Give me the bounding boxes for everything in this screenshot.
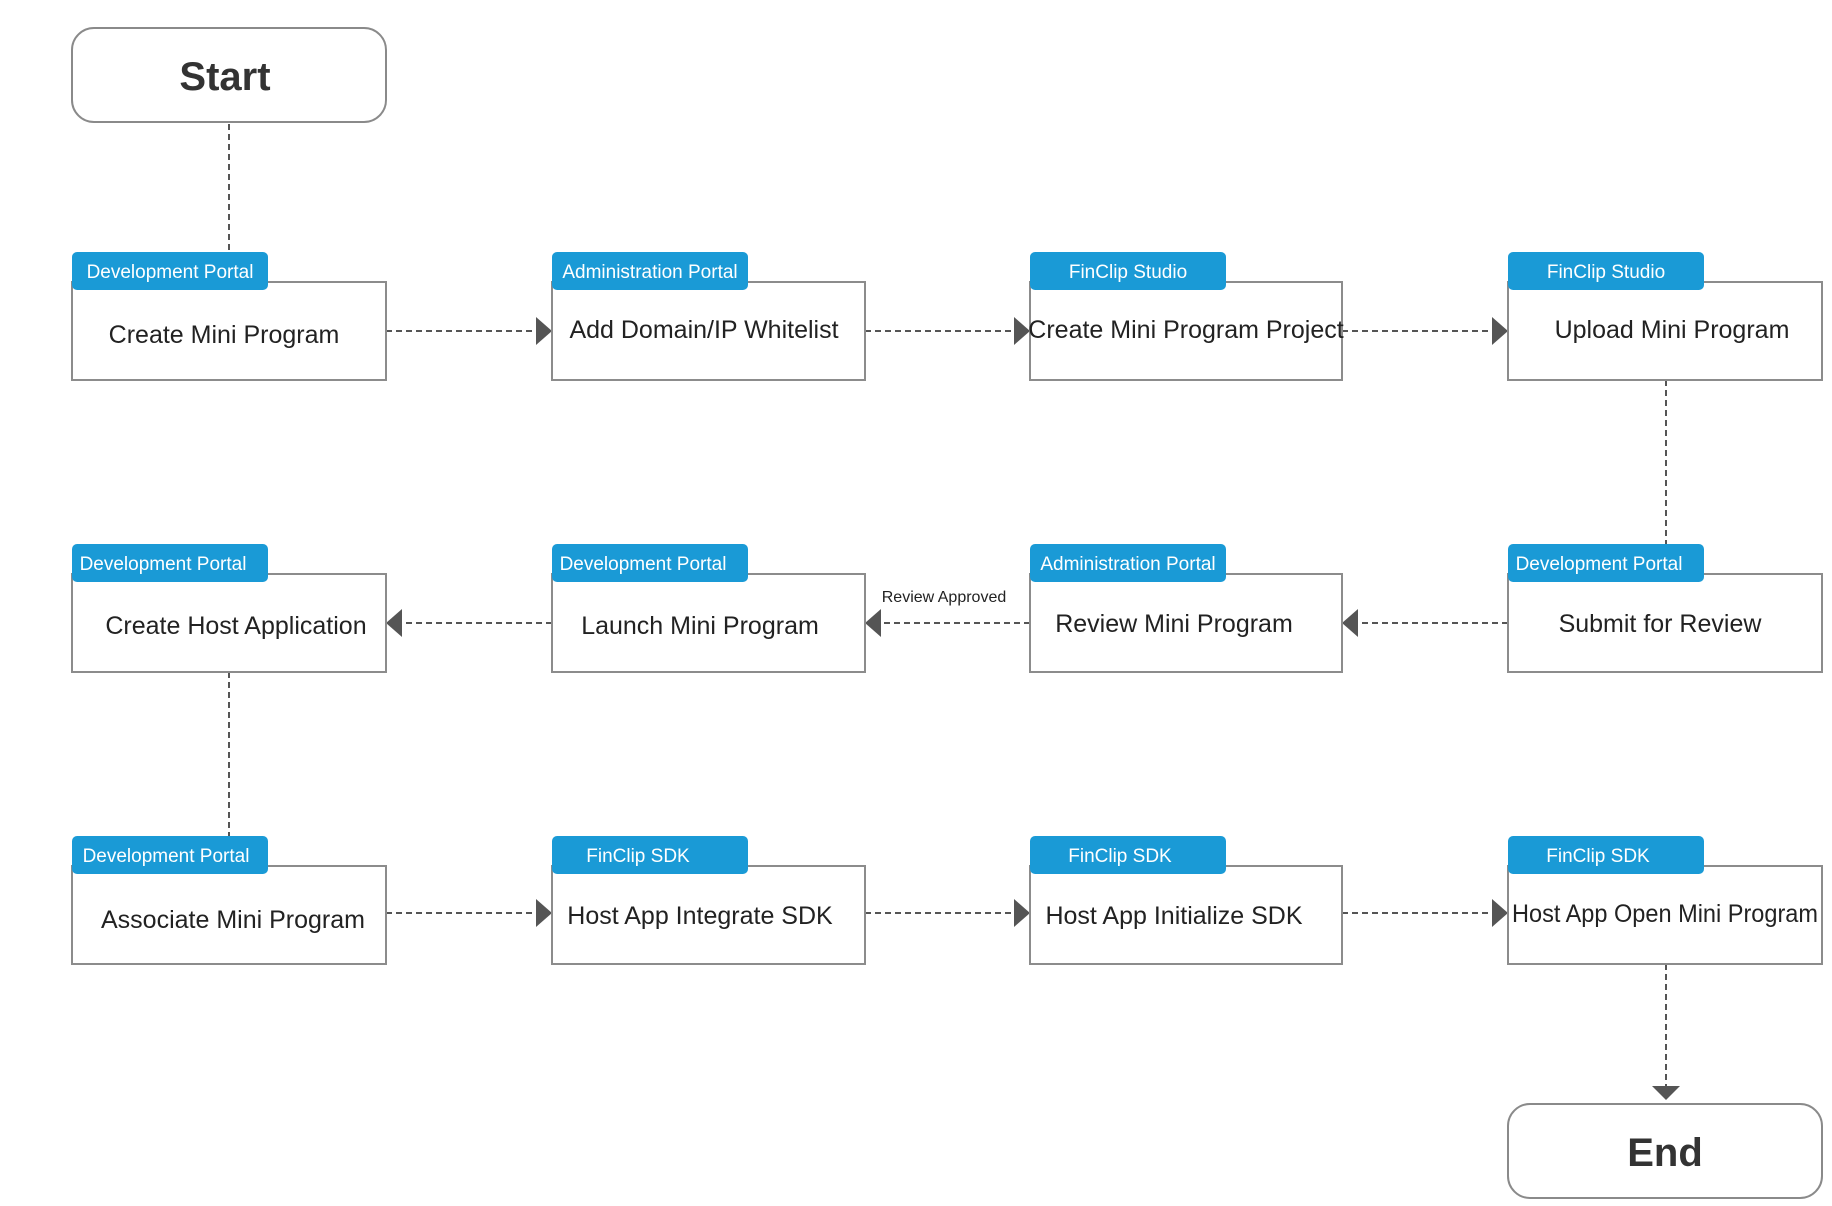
step-label: Host App Integrate SDK: [567, 902, 833, 930]
arrowhead-right: [1014, 317, 1030, 345]
step-tag: [1030, 544, 1226, 582]
arrowhead-right: [536, 899, 552, 927]
step-box: [1507, 865, 1823, 965]
step-label: Host App Open Mini Program: [1512, 900, 1818, 928]
step-tag-label: Development Portal: [560, 554, 727, 575]
step-label: Create Host Application: [105, 612, 366, 640]
step-box: [1029, 865, 1343, 965]
end-terminal-shape: [1507, 1103, 1823, 1199]
step-host-app-initialize-sdk: FinClip SDK Host App Initialize SDK: [1029, 836, 1343, 965]
step-review-mini-program: Administration Portal Review Mini Progra…: [1029, 544, 1343, 673]
step-add-domain-ip-whitelist: Administration Portal Add Domain/IP Whit…: [551, 252, 866, 381]
step-box: [1507, 573, 1823, 673]
arrowhead-left: [865, 609, 881, 637]
step-label: Create Mini Program: [109, 321, 340, 349]
step-box: [1029, 281, 1343, 381]
start-terminal-shape: [71, 27, 387, 123]
step-host-app-integrate-sdk: FinClip SDK Host App Integrate SDK: [551, 836, 866, 965]
end-label: End: [1627, 1131, 1703, 1175]
step-box: [71, 281, 387, 381]
step-label: Review Mini Program: [1055, 610, 1293, 638]
step-tag-label: Development Portal: [87, 262, 254, 283]
arrowhead-down: [1652, 1086, 1680, 1100]
start-label: Start: [179, 55, 270, 99]
arrowhead-right: [1492, 317, 1508, 345]
step-label: Associate Mini Program: [101, 906, 365, 934]
step-label: Upload Mini Program: [1555, 316, 1790, 344]
arrowhead-right: [1014, 899, 1030, 927]
step-label: Add Domain/IP Whitelist: [569, 316, 838, 344]
step-tag-label: Development Portal: [83, 846, 250, 867]
step-submit-for-review: Development Portal Submit for Review: [1507, 544, 1823, 673]
step-tag: [1508, 252, 1704, 290]
step-tag: [1030, 252, 1226, 290]
step-upload-mini-program: FinClip Studio Upload Mini Program: [1507, 252, 1823, 381]
step-tag: [1508, 544, 1704, 582]
step-associate-mini-program: Development Portal Associate Mini Progra…: [71, 836, 387, 965]
arrowhead-right: [1492, 899, 1508, 927]
step-tag-label: FinClip Studio: [1069, 262, 1187, 283]
step-tag-label: Development Portal: [80, 554, 247, 575]
step-create-host-application: Development Portal Create Host Applicati…: [71, 544, 387, 673]
step-host-app-open-mini-program: FinClip SDK Host App Open Mini Program: [1507, 836, 1823, 965]
step-box: [1507, 281, 1823, 381]
step-label: Submit for Review: [1559, 610, 1763, 638]
arrowhead-left: [1342, 609, 1358, 637]
step-tag-label: Administration Portal: [1040, 554, 1215, 575]
step-tag: [72, 252, 268, 290]
step-tag-label: Administration Portal: [562, 262, 737, 283]
step-create-mini-program-project: FinClip Studio Create Mini Program Proje…: [1028, 252, 1344, 381]
step-tag-label: FinClip SDK: [586, 846, 690, 867]
step-box: [71, 865, 387, 965]
step-tag-label: FinClip SDK: [1068, 846, 1172, 867]
step-label: Host App Initialize SDK: [1045, 902, 1302, 930]
step-tag: [552, 252, 748, 290]
end-terminal: End: [1507, 1103, 1823, 1199]
step-create-mini-program: Development Portal Create Mini Program: [71, 252, 387, 381]
edge-label-review-approved: Review Approved: [882, 589, 1007, 606]
step-box: [551, 573, 866, 673]
step-launch-mini-program: Development Portal Launch Mini Program: [551, 544, 866, 673]
step-tag: [552, 544, 748, 582]
step-tag-label: FinClip SDK: [1546, 846, 1650, 867]
step-tag: [1030, 836, 1226, 874]
step-box: [71, 573, 387, 673]
arrowhead-left: [386, 609, 402, 637]
step-tag: [72, 544, 268, 582]
step-tag: [72, 836, 268, 874]
step-tag-label: FinClip Studio: [1547, 262, 1665, 283]
step-tag: [552, 836, 748, 874]
arrowhead-right: [536, 317, 552, 345]
step-label: Launch Mini Program: [581, 612, 819, 640]
connectors: [228, 124, 1680, 1100]
step-tag: [1508, 836, 1704, 874]
start-terminal: Start: [71, 27, 387, 123]
step-tag-label: Development Portal: [1516, 554, 1683, 575]
step-box: [551, 281, 866, 381]
step-label: Create Mini Program Project: [1028, 316, 1343, 344]
